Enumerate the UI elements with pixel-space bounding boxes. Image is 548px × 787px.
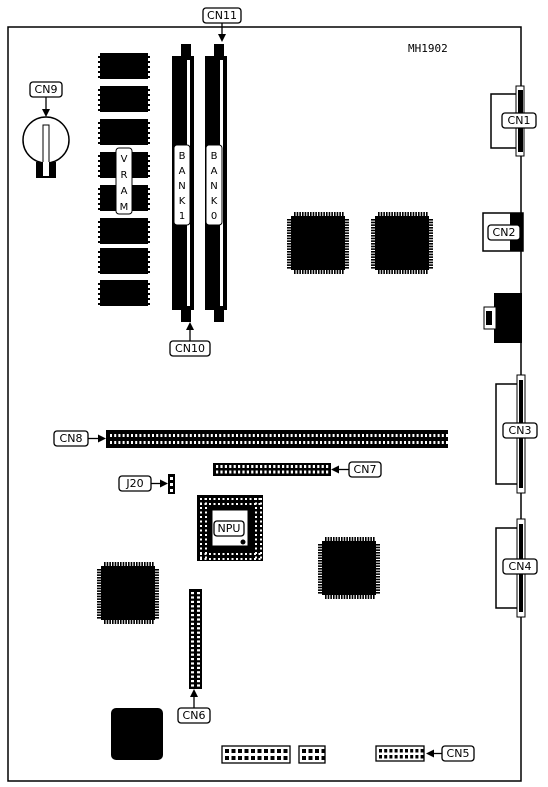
- cn11-callout: CN11: [202, 7, 242, 42]
- svg-text:N: N: [210, 181, 217, 192]
- vram-label-box: [115, 147, 133, 215]
- vram-chip: [124, 53, 148, 79]
- vram-chip: [124, 248, 148, 274]
- cn1-connector: CN1: [490, 85, 537, 157]
- cn8-slot: CN8: [53, 430, 448, 448]
- svg-text:CN1: CN1: [508, 114, 531, 127]
- vram-chip: [124, 280, 148, 306]
- cn2-connector: CN2: [482, 212, 524, 252]
- svg-text:CN5: CN5: [447, 747, 470, 760]
- model-label: MH1902: [408, 42, 448, 55]
- svg-text:CN11: CN11: [207, 9, 237, 22]
- svg-text:CN4: CN4: [509, 560, 532, 573]
- svg-text:M: M: [120, 202, 129, 213]
- svg-text:0: 0: [211, 211, 217, 222]
- bank1-slot: B A N K 1: [172, 44, 194, 322]
- vram-chip: [124, 119, 148, 145]
- vram-chip: [100, 218, 124, 244]
- qfp-chip-2: [371, 212, 433, 274]
- vram-chip: [100, 86, 124, 112]
- qfp-chip-1: [287, 212, 349, 274]
- npu-socket: NPU: [197, 495, 263, 561]
- jack-connector: [483, 293, 522, 343]
- qfp-chip-4: [97, 562, 159, 624]
- cn7-header: CN7: [213, 461, 382, 478]
- svg-text:J20: J20: [125, 477, 143, 490]
- svg-text:K: K: [179, 196, 186, 207]
- svg-text:NPU: NPU: [218, 522, 241, 535]
- svg-text:CN8: CN8: [60, 432, 83, 445]
- svg-text:CN7: CN7: [354, 463, 377, 476]
- svg-text:CN9: CN9: [35, 83, 58, 96]
- svg-text:B: B: [179, 151, 186, 162]
- qfp-chip-3: [318, 537, 380, 599]
- cn10-callout: CN10: [169, 322, 211, 357]
- svg-text:N: N: [178, 181, 185, 192]
- svg-text:CN3: CN3: [509, 424, 532, 437]
- svg-text:CN2: CN2: [493, 226, 516, 239]
- svg-text:A: A: [211, 166, 218, 177]
- vram-chip: [100, 280, 124, 306]
- svg-text:CN6: CN6: [183, 709, 206, 722]
- bottom-header-1: [221, 745, 291, 764]
- vram-chip: [124, 218, 148, 244]
- vram-label: V R A M: [120, 154, 129, 213]
- svg-text:K: K: [211, 196, 218, 207]
- board-outline: [7, 26, 522, 782]
- cn5-header: CN5: [375, 745, 475, 762]
- svg-text:B: B: [211, 151, 218, 162]
- bottom-header-2: [298, 745, 326, 764]
- svg-text:1: 1: [179, 211, 185, 222]
- plcc-chip: [111, 708, 163, 760]
- cn4-connector: CN4: [495, 518, 538, 618]
- svg-text:R: R: [121, 170, 128, 181]
- vram-chip: [100, 248, 124, 274]
- cn6-header: CN6: [177, 589, 211, 724]
- vram-chip: [124, 86, 148, 112]
- vram-chip: [100, 119, 124, 145]
- svg-text:A: A: [179, 166, 186, 177]
- svg-text:CN10: CN10: [175, 342, 205, 355]
- bank0-slot: B A N K 0: [205, 44, 227, 322]
- j20-jumper: J20: [118, 474, 175, 494]
- cn9-battery: CN9: [22, 81, 70, 178]
- vram-chip: [100, 53, 124, 79]
- svg-text:A: A: [121, 186, 128, 197]
- svg-text:V: V: [121, 154, 128, 165]
- cn3-connector: CN3: [495, 374, 538, 494]
